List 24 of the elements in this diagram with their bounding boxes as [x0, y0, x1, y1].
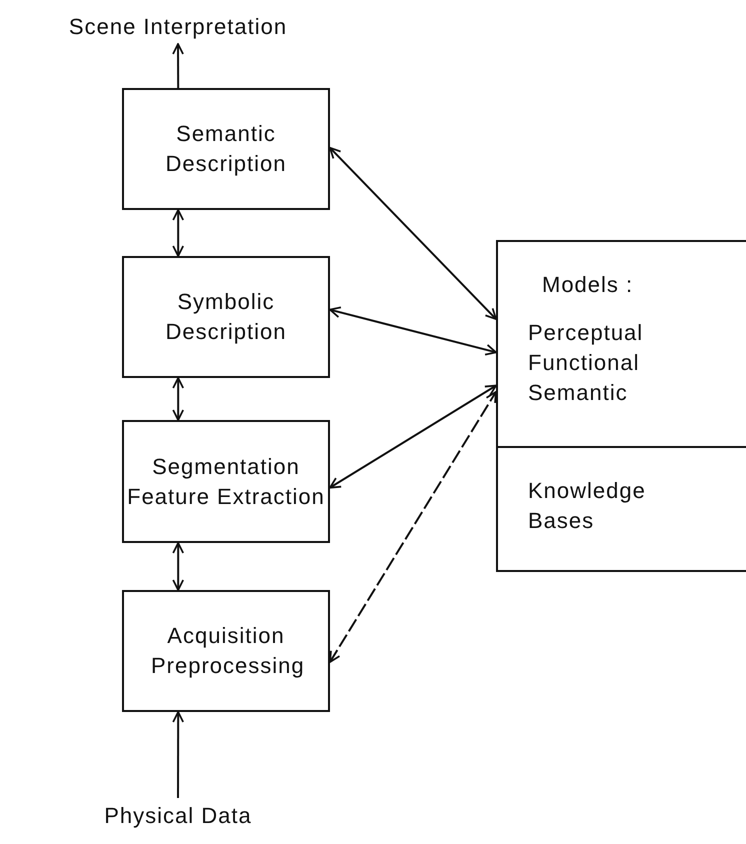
box-label: Acquisition Preprocessing — [151, 622, 301, 680]
box-label: Segmentation Feature Extraction — [126, 452, 326, 510]
arrow — [329, 390, 497, 663]
arrow — [329, 146, 497, 320]
arrow — [172, 542, 184, 591]
process-box — [496, 240, 746, 448]
process-box — [122, 590, 330, 712]
box-label: Knowledge Bases — [528, 477, 647, 535]
flow-label: Physical Data — [104, 802, 252, 830]
box-label: Perceptual Functional Semantic — [528, 319, 644, 407]
arrow — [329, 306, 497, 356]
arrow — [172, 377, 184, 421]
process-box — [122, 420, 330, 543]
process-box — [122, 256, 330, 378]
box-label: Semantic Description — [164, 120, 288, 178]
flow-label: Scene Interpretation — [68, 13, 288, 41]
box-label: Models : — [541, 271, 634, 299]
process-box — [496, 448, 746, 572]
arrow — [172, 209, 184, 257]
arrow — [329, 384, 497, 489]
arrow — [172, 711, 184, 798]
process-box — [122, 88, 330, 210]
box-label: Symbolic Description — [164, 288, 288, 346]
arrow — [172, 43, 184, 88]
